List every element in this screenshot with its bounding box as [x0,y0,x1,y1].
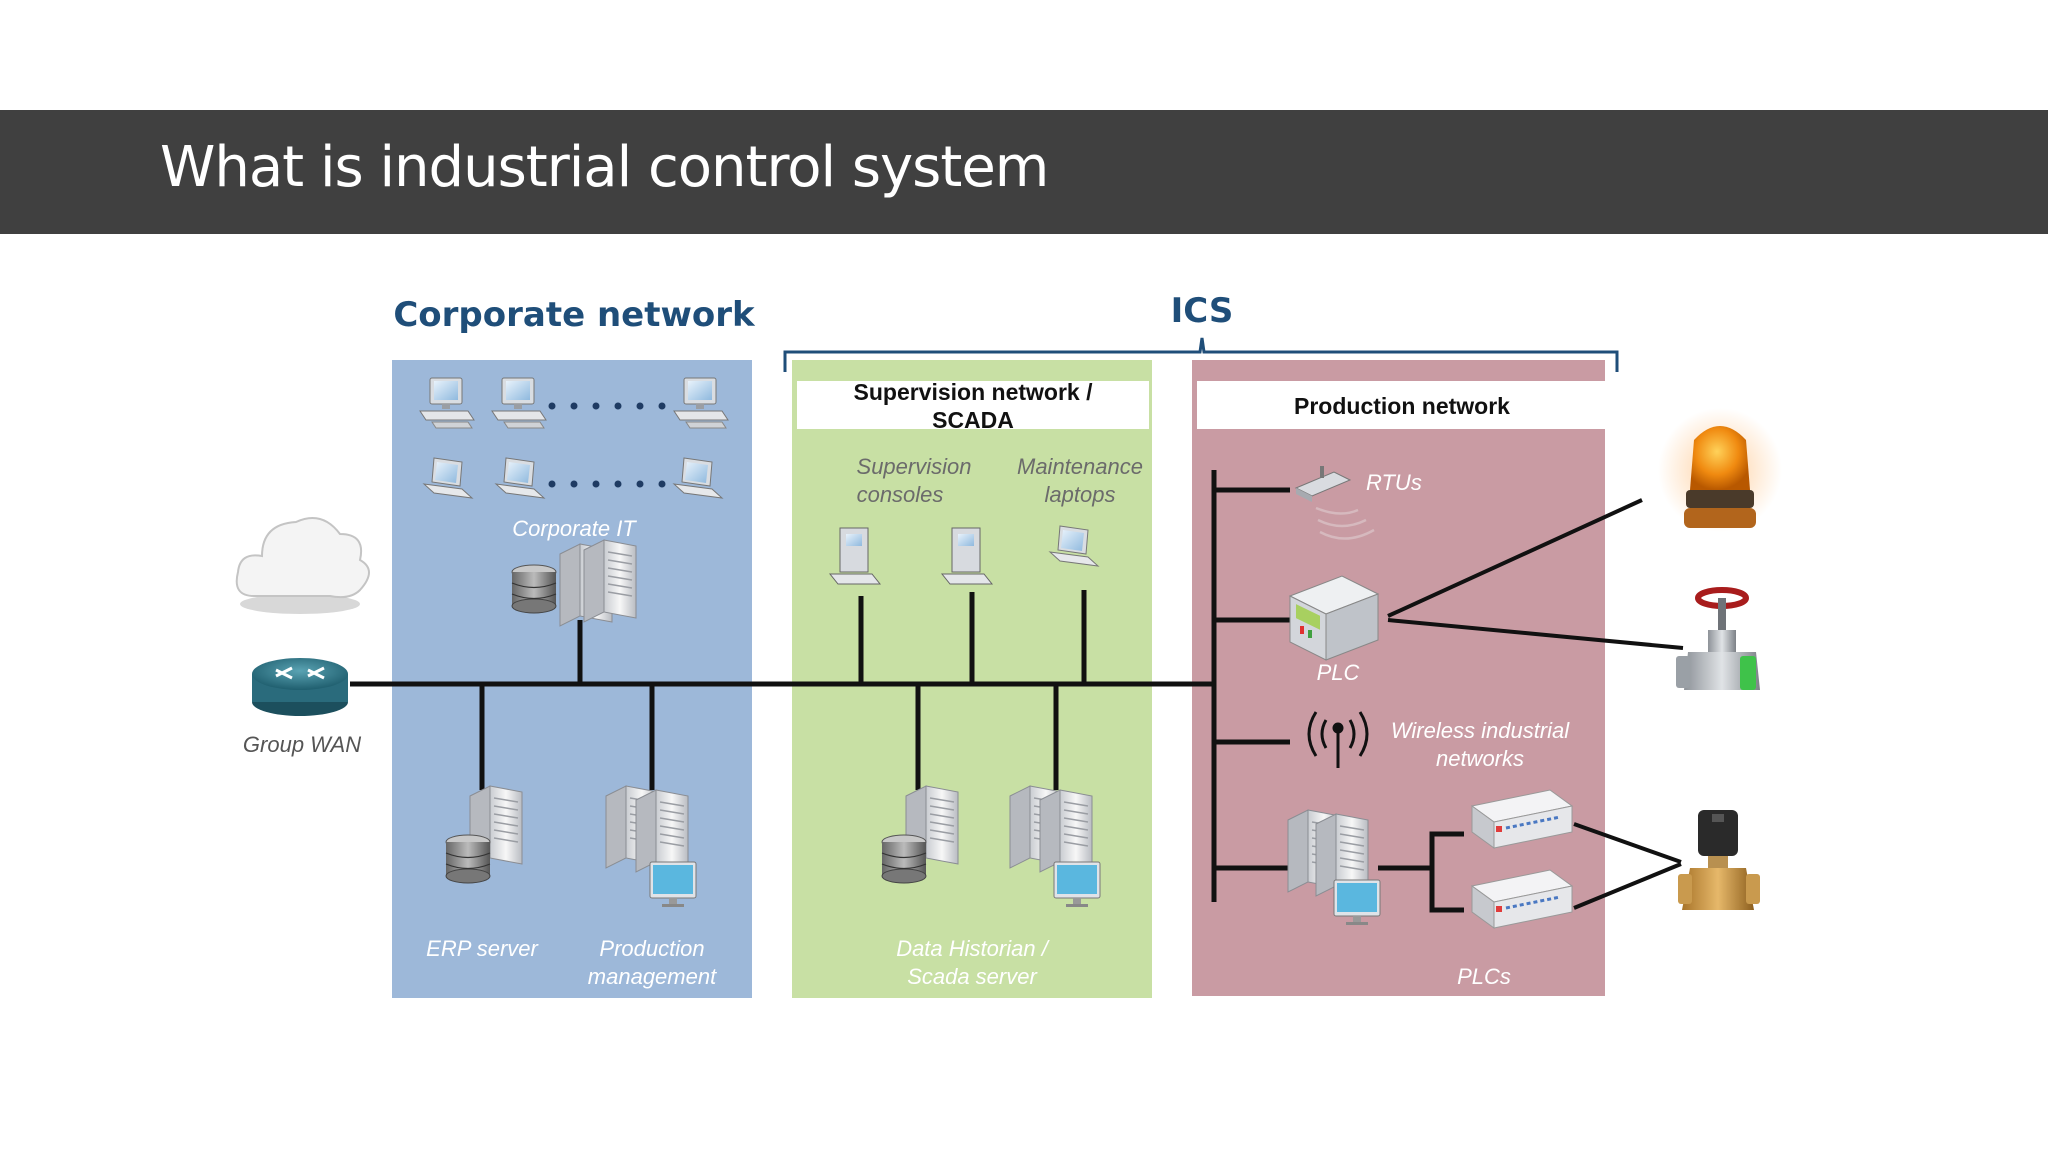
cloud-icon [235,517,370,614]
router-icon [252,658,348,716]
valve-icon [1676,587,1760,690]
data-historian-label-2: Scada server [907,964,1038,989]
rtu-icon [1294,466,1375,540]
supervision-header-box [797,381,1149,429]
maintenance-laptops-label-1: Maintenance [1017,454,1143,479]
production-management-label-1: Production [599,936,704,961]
warning-beacon-icon [1658,408,1782,532]
corporate-network-heading: Corporate network [393,295,756,335]
supervision-consoles-label-1: Supervision [857,454,972,479]
wireless-icon [1307,711,1369,768]
plc-icon [1288,575,1380,661]
solenoid-valve-icon [1678,810,1760,910]
supervision-console-icon [940,527,994,585]
production-header: Production network [1294,393,1510,419]
group-wan-label: Group WAN [243,732,361,757]
maintenance-laptops-label-2: laptops [1045,482,1116,507]
supervision-console-icon [828,527,882,585]
ics-bracket [783,337,1619,372]
supervision-header-line1: Supervision network / [854,379,1094,405]
field-device-wiring [1387,498,1684,910]
plcs-label: PLCs [1457,964,1511,989]
data-historian-label-1: Data Historian / [896,936,1050,961]
slide-title: What is industrial control system [160,135,1049,200]
ellipsis-dots [548,402,666,488]
corporate-it-label: Corporate IT [512,516,637,541]
production-management-label-2: management [588,964,717,989]
title-bar [0,110,2048,234]
supervision-header-line2: SCADA [932,407,1014,433]
plc-label: PLC [1317,660,1360,685]
network-wiring [350,470,1464,913]
erp-server-label: ERP server [426,936,539,961]
corporate-network-panel [392,360,752,998]
production-header-box [1197,381,1605,429]
supervision-consoles-label-2: consoles [857,482,944,507]
wireless-label-2: networks [1436,746,1524,771]
ics-heading: ICS [1171,291,1234,331]
rtus-label: RTUs [1366,470,1422,495]
wireless-label-1: Wireless industrial [1391,718,1570,743]
